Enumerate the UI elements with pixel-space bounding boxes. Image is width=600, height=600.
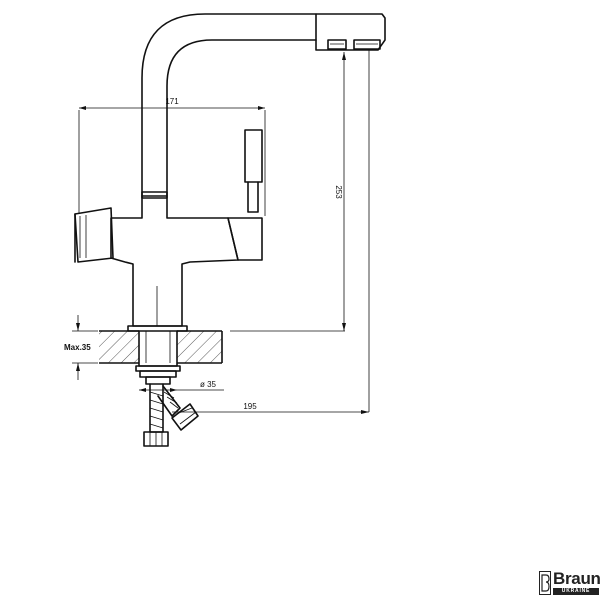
- spout-head: [315, 13, 386, 51]
- brand-b-icon: [539, 571, 551, 595]
- dim-height-label: 253: [334, 185, 343, 199]
- brand-logo: Brauni UKRAINE: [539, 569, 600, 598]
- mounting-hardware: [135, 365, 199, 447]
- brand-name: Brauni: [553, 569, 600, 588]
- dim-reach-label: 195: [243, 402, 257, 411]
- spout: [141, 13, 317, 199]
- faucet-body: [110, 195, 239, 327]
- brand-subtitle: UKRAINE: [553, 588, 599, 595]
- dim-hole-diameter-label: ø 35: [200, 380, 217, 389]
- dim-width-label: 171: [165, 97, 179, 106]
- dimension-lines: [72, 50, 370, 414]
- dim-max-deck-label: Max.35: [64, 343, 91, 352]
- left-handle: [74, 207, 114, 263]
- outline-guides: [78, 110, 266, 216]
- countertop: [99, 325, 345, 367]
